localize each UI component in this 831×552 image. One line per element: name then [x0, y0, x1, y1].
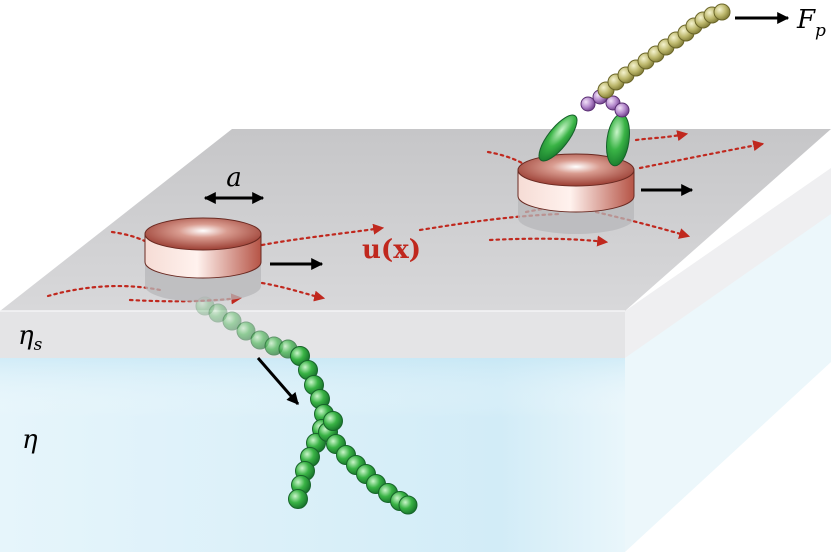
filament-bead — [323, 411, 343, 431]
velocity-field-label: u(x) — [362, 235, 421, 265]
filament-bead — [398, 495, 418, 515]
pulled-filament — [580, 3, 731, 118]
flow-line — [260, 223, 385, 247]
pulling-force-subscript: p — [815, 21, 826, 41]
filament-bead — [713, 3, 731, 21]
filament-bead — [208, 303, 228, 323]
flow-line — [634, 130, 689, 142]
filament-bead — [580, 96, 596, 112]
flow-line — [594, 210, 691, 239]
filament-bead — [614, 102, 630, 118]
pulling-force-label: Fp — [796, 5, 826, 41]
bulk-viscosity-label: η — [22, 425, 38, 455]
flow-line — [260, 281, 326, 302]
filament-bead — [288, 489, 308, 509]
disk-size-label: a — [226, 163, 242, 193]
membrane-disk-right — [517, 153, 635, 234]
flow-line — [488, 235, 609, 247]
flow-line — [638, 140, 765, 170]
pulling-force-symbol: F — [796, 5, 816, 35]
submerged-filament — [195, 296, 418, 515]
membrane-viscosity-subscript: s — [34, 335, 43, 355]
filament-bead — [236, 321, 256, 341]
velocity-arrows — [203, 12, 790, 405]
filament-bead — [222, 311, 242, 331]
membrane-viscosity-symbol: η — [18, 321, 34, 351]
membrane-disk-left — [144, 217, 262, 302]
filament-velocity-arrow — [256, 357, 300, 405]
membrane-viscosity-label: ηs — [18, 321, 43, 355]
